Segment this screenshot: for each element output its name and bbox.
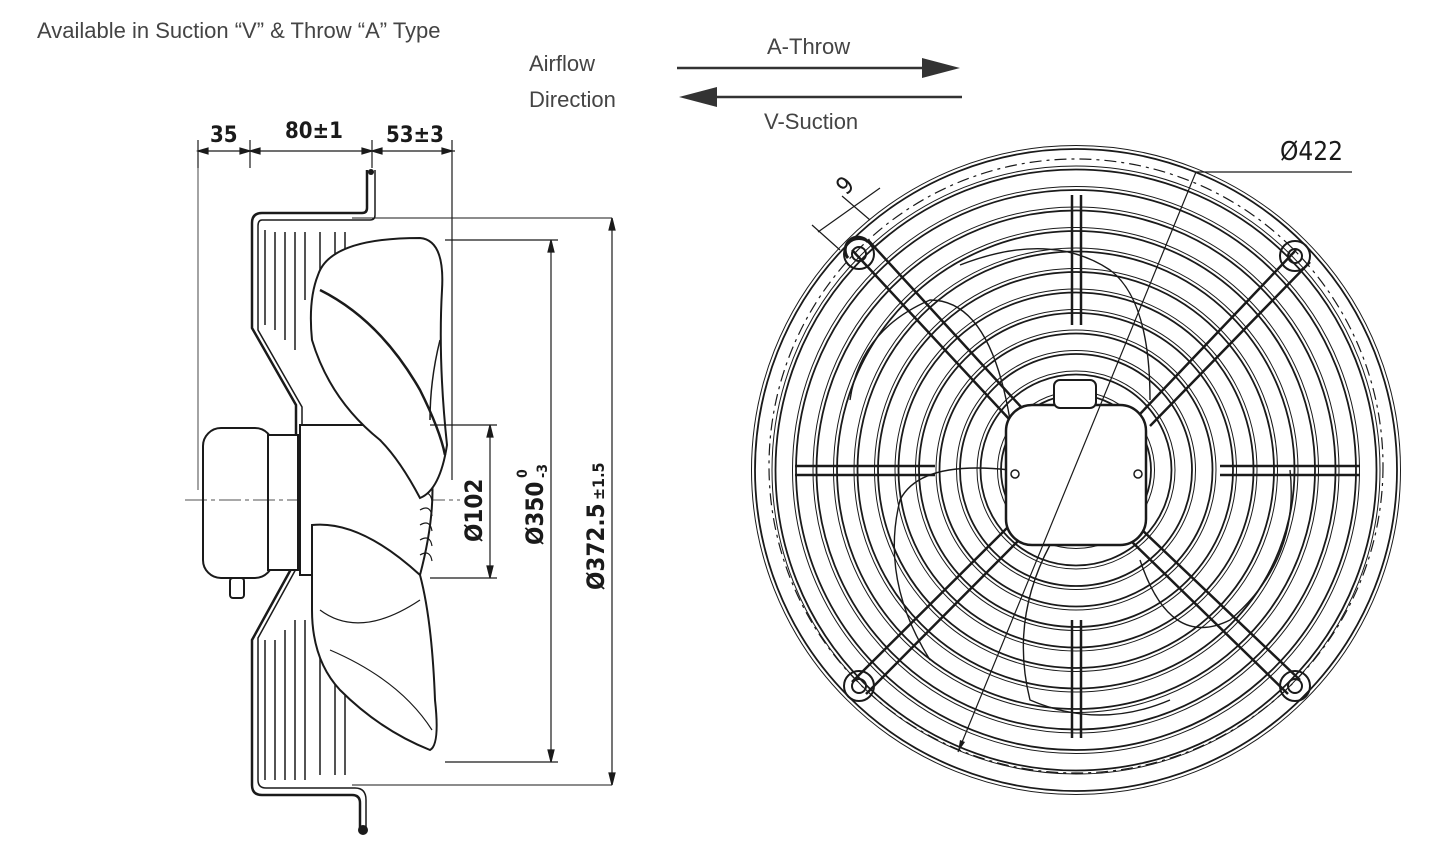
side-view: 35 80±1 53±3 <box>185 119 616 835</box>
airflow-arrows <box>677 58 962 107</box>
blade-outlines <box>849 247 1292 716</box>
grille-ring <box>877 271 1275 669</box>
radial-ribs <box>795 195 1360 738</box>
dia-372-label: Ø372.5 <box>582 503 610 590</box>
grille-ring <box>833 227 1319 713</box>
grille-ring <box>751 145 1401 795</box>
availability-note: Available in Suction “V” & Throw “A” Typ… <box>37 18 441 43</box>
grille-ring <box>897 291 1255 649</box>
v-suction-label: V-Suction <box>764 109 859 134</box>
grille-ring <box>774 168 1378 772</box>
grille-ring <box>754 148 1398 792</box>
dim-80-label: 80±1 <box>285 119 343 144</box>
grille-ring <box>856 250 1296 690</box>
dia-422-label: Ø422 <box>1280 137 1343 167</box>
dia-350-lower-tolerance: -3 <box>535 464 551 478</box>
grille-ring <box>771 165 1381 775</box>
dia-422-leader <box>957 171 1197 753</box>
outer-dashed-circle <box>768 158 1384 774</box>
v-suction-arrowhead <box>679 87 717 107</box>
dim-53-label: 53±3 <box>386 123 444 148</box>
grille-ring <box>918 312 1234 628</box>
grille-ring <box>792 186 1360 754</box>
airflow-label-line2: Direction <box>529 87 616 112</box>
grille-ring <box>959 353 1193 587</box>
a-throw-arrowhead <box>922 58 960 78</box>
dia-350-upper-tolerance: 0 <box>515 469 531 478</box>
dim-9-marker <box>811 187 881 251</box>
grille-ring <box>894 288 1258 652</box>
a-throw-label: A-Throw <box>767 34 851 59</box>
vertical-dimensions <box>430 217 616 786</box>
grille-ring <box>915 309 1237 631</box>
grille-ring <box>956 350 1196 590</box>
motor-body <box>202 427 274 579</box>
front-view: Ø422 9 <box>751 137 1401 795</box>
grille-rings <box>751 145 1401 795</box>
top-dimension-chain <box>195 140 455 490</box>
dim-35-label: 35 <box>210 123 238 148</box>
diagonal-arms <box>843 235 1311 702</box>
grille-ring <box>853 247 1299 693</box>
grille-ring <box>976 370 1176 570</box>
grille-ring <box>812 206 1340 734</box>
lower-blade <box>311 523 438 752</box>
dia-102-label: Ø102 <box>460 479 488 542</box>
dia-372-tolerance: ±1.5 <box>589 462 608 500</box>
grille-ring <box>935 329 1217 611</box>
grille-ring <box>815 209 1337 731</box>
grille-ring <box>979 373 1173 567</box>
upper-blade <box>309 236 449 500</box>
grille-ring <box>874 268 1278 672</box>
dim-9-label: 9 <box>830 171 860 201</box>
grille-ring <box>938 332 1214 608</box>
dia-350-label: Ø350 <box>521 482 549 545</box>
airflow-label-line1: Airflow <box>529 51 596 76</box>
grille-ring <box>836 230 1316 710</box>
grille-ring <box>795 189 1357 751</box>
motor-box <box>1004 403 1148 547</box>
